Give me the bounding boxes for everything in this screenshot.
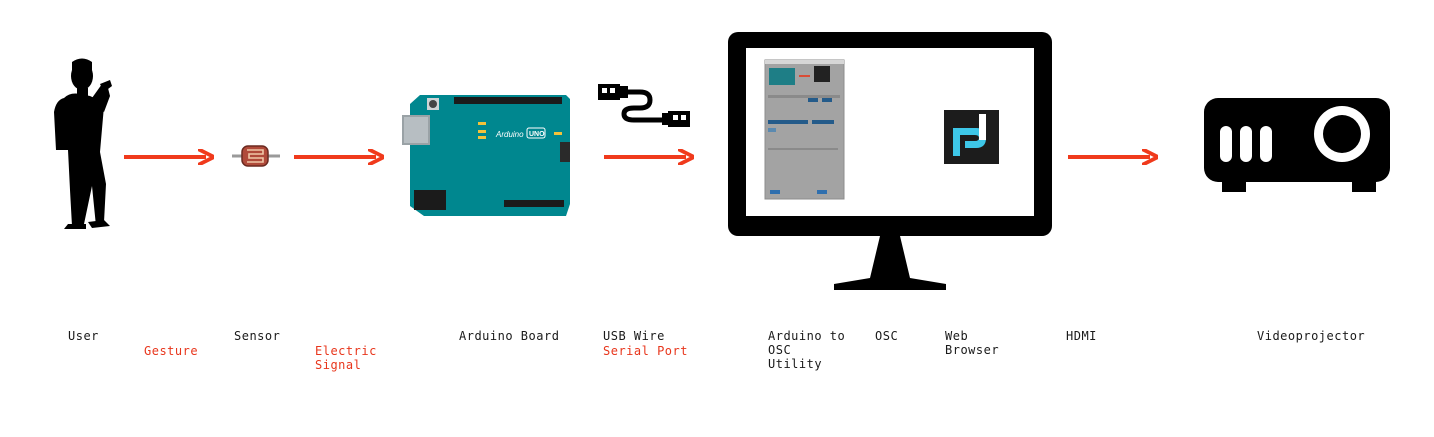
label-videoprojector: Videoprojector [1257, 329, 1366, 343]
web-browser-logo-icon [944, 110, 999, 164]
label-electric-signal: Electric Signal [315, 344, 377, 372]
arduino-board-icon: Arduino UNO [402, 95, 570, 216]
label-arduino-osc-utility: Arduino to OSC Utility [768, 329, 846, 371]
osc-utility-window [764, 59, 845, 200]
label-usb-wire: USB Wire [603, 329, 665, 343]
label-user: User [68, 329, 99, 343]
person-icon [54, 58, 112, 229]
label-sensor: Sensor [234, 329, 281, 343]
projector-icon [1204, 98, 1390, 192]
label-gesture: Gesture [144, 344, 199, 358]
label-hdmi: HDMI [1066, 329, 1097, 343]
label-arduino-board: Arduino Board [459, 329, 560, 343]
usb-cable-icon [598, 84, 690, 127]
label-web-browser: Web Browser [945, 329, 1000, 357]
arduino-model-text: UNO [529, 131, 545, 138]
label-osc: OSC [875, 329, 899, 343]
arduino-brand-text: Arduino [495, 130, 524, 139]
label-serial-port: Serial Port [603, 344, 688, 358]
photoresistor-icon [232, 145, 280, 167]
